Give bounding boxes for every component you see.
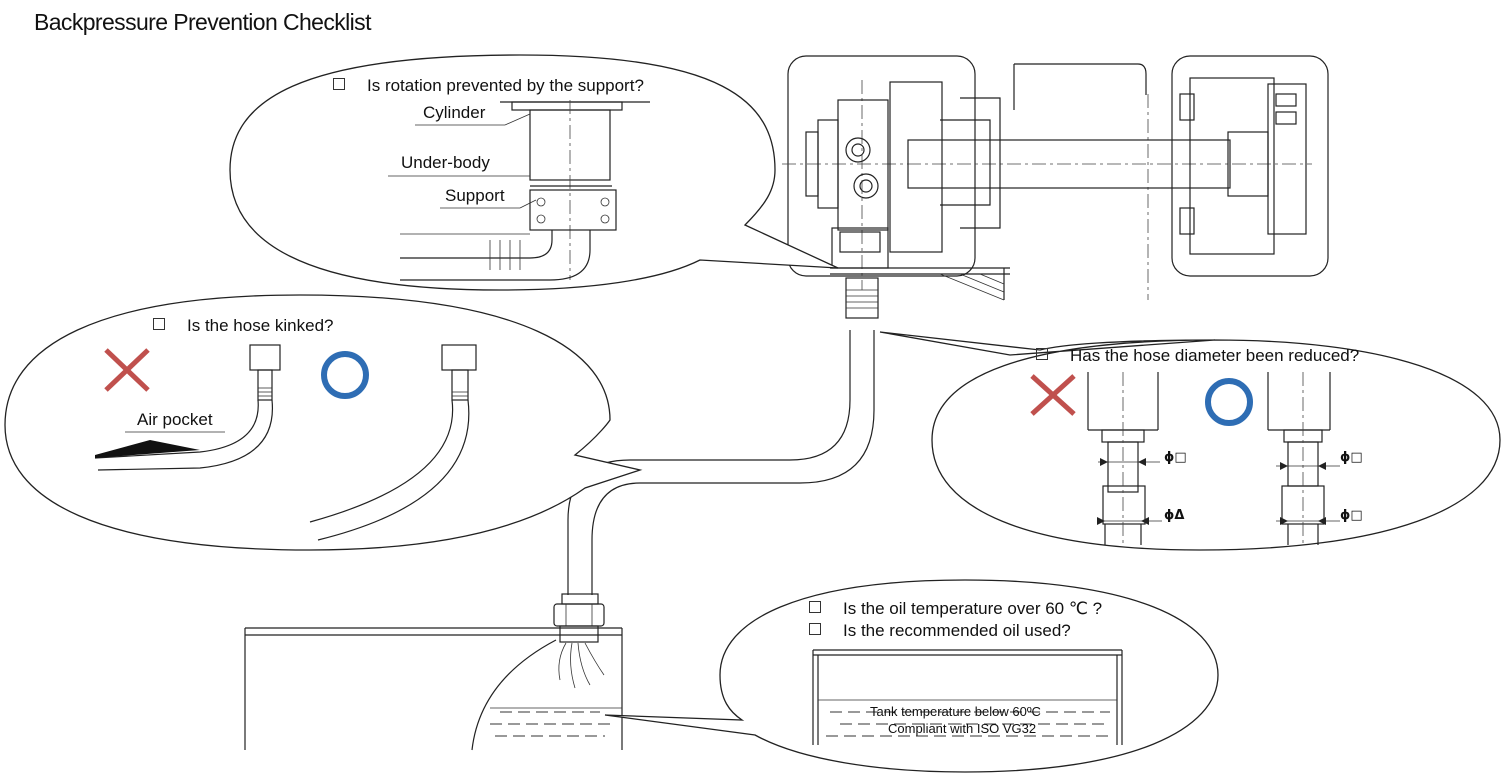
checkbox-icon[interactable] bbox=[1036, 348, 1048, 360]
bubble-rotation bbox=[229, 54, 839, 291]
machine-unit bbox=[782, 55, 1329, 301]
circle-ok-icon bbox=[1205, 378, 1253, 426]
check-diameter[interactable]: Has the hose diameter been reduced? bbox=[1036, 346, 1359, 366]
checkbox-icon[interactable] bbox=[809, 601, 821, 613]
dim-ng-top: ϕ□ bbox=[1164, 450, 1187, 465]
circle-ok-icon bbox=[321, 351, 369, 399]
checkbox-icon[interactable] bbox=[809, 623, 821, 635]
dim-ng-bottom: ϕΔ bbox=[1164, 508, 1185, 523]
label-cylinder: Cylinder bbox=[423, 103, 486, 122]
label-air-pocket: Air pocket bbox=[137, 410, 213, 429]
check-rotation-label: Is rotation prevented by the support? bbox=[367, 76, 644, 95]
check-diameter-label: Has the hose diameter been reduced? bbox=[1070, 346, 1360, 365]
main-hose bbox=[567, 277, 879, 595]
label-under-body: Under-body bbox=[401, 153, 490, 172]
dim-ok-bottom: ϕ□ bbox=[1340, 508, 1363, 523]
check-kinked-label: Is the hose kinked? bbox=[187, 316, 334, 335]
dim-ok-top: ϕ□ bbox=[1340, 450, 1363, 465]
bubble-diameter bbox=[879, 331, 1501, 551]
bubble-oil bbox=[604, 579, 1219, 773]
label-iso: Compliant with ISO VG32 bbox=[888, 721, 1037, 736]
tank bbox=[244, 593, 623, 751]
cross-mark-icon bbox=[104, 348, 150, 392]
page-title: Backpressure Prevention Checklist bbox=[34, 9, 371, 35]
label-support: Support bbox=[445, 186, 505, 205]
label-tank-temp: Tank temperature below 60ºC bbox=[870, 704, 1041, 719]
check-rotation[interactable]: Is rotation prevented by the support? bbox=[333, 76, 644, 96]
check-oil-type[interactable]: Is the recommended oil used? bbox=[809, 621, 1071, 641]
checkbox-icon[interactable] bbox=[153, 318, 165, 330]
cross-mark-icon bbox=[1030, 374, 1076, 416]
bubble-kinked bbox=[4, 294, 643, 551]
check-oil-temp[interactable]: Is the oil temperature over 60 ℃ ? bbox=[809, 599, 1102, 619]
checkbox-icon[interactable] bbox=[333, 78, 345, 90]
check-oil-temp-label: Is the oil temperature over 60 ℃ ? bbox=[843, 599, 1103, 618]
check-kinked[interactable]: Is the hose kinked? bbox=[153, 316, 333, 336]
check-oil-type-label: Is the recommended oil used? bbox=[843, 621, 1071, 640]
